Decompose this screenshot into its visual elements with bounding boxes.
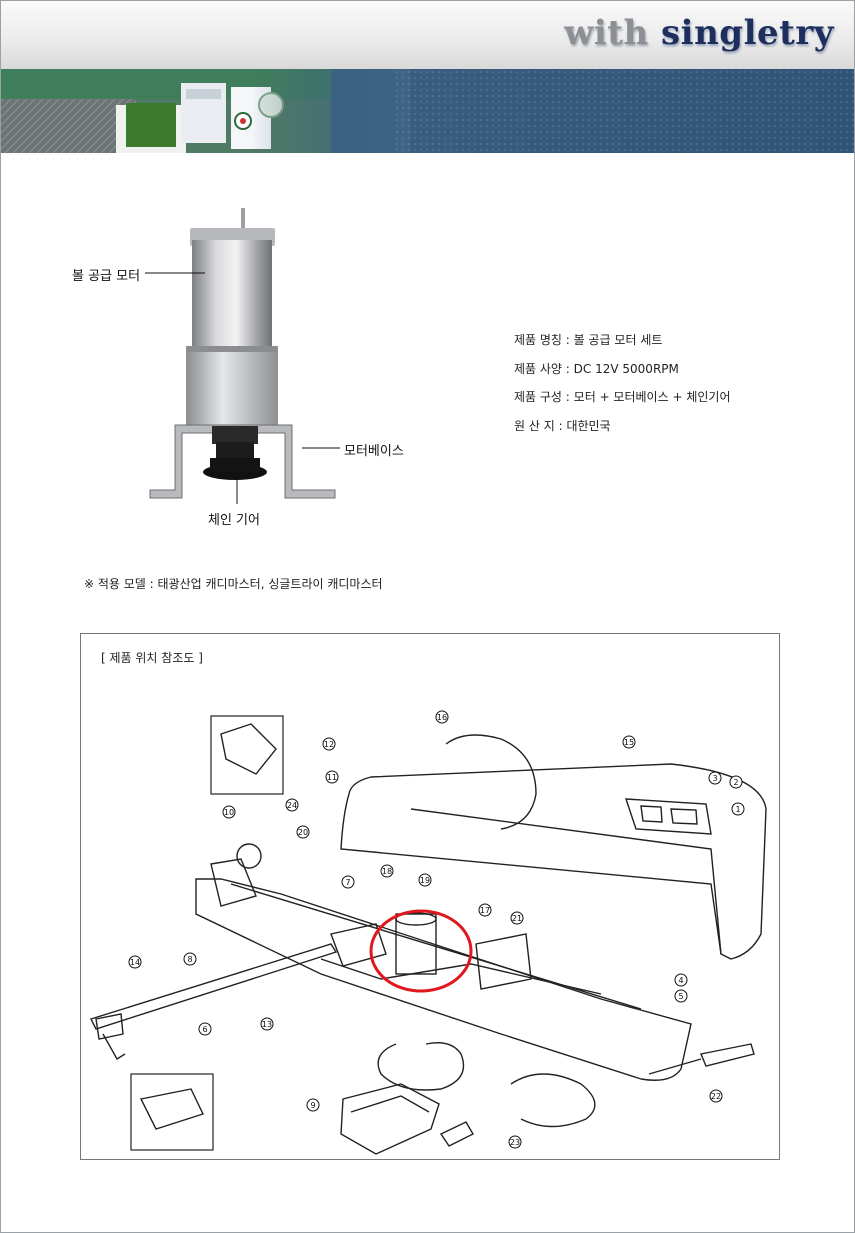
part-number-label: 17 xyxy=(480,906,490,915)
header-banner xyxy=(1,69,854,153)
part-number-label: 9 xyxy=(310,1101,315,1110)
part-number-label: 21 xyxy=(512,914,522,923)
part-number-label: 20 xyxy=(298,828,308,837)
callout-motor-base-text: 모터베이스 xyxy=(344,444,404,459)
spec-row-composition: 제품 구성 : 모터 + 모터베이스 + 체인기어 xyxy=(514,383,730,412)
part-number-label: 19 xyxy=(420,876,430,885)
part-number-label: 14 xyxy=(130,958,140,967)
part-number-label: 12 xyxy=(324,740,334,749)
spec-label: 제품 명칭 : xyxy=(514,333,570,347)
part-number-label: 16 xyxy=(437,713,447,722)
part-number-label: 1 xyxy=(735,805,740,814)
callout-ball-supply-motor: 볼 공급 모터 xyxy=(72,265,140,284)
part-number-label: 6 xyxy=(202,1025,207,1034)
part-number-label: 3 xyxy=(712,774,717,783)
part-number-callouts: 1 2 3 4 5 6 7 8 9 10 11 12 13 14 15 16 1… xyxy=(128,710,745,1149)
part-number-label: 23 xyxy=(510,1138,520,1147)
brand-prefix: with xyxy=(564,13,649,53)
spec-value: 볼 공급 모터 세트 xyxy=(573,333,663,347)
spec-row-name: 제품 명칭 : 볼 공급 모터 세트 xyxy=(514,326,730,355)
part-number-label: 18 xyxy=(382,867,392,876)
applicable-models-note: ※ 적용 모델 : 태광산업 캐디마스터, 싱글트라이 캐디마스터 xyxy=(84,577,383,591)
part-number-label: 4 xyxy=(678,976,683,985)
part-number-label: 10 xyxy=(224,808,234,817)
header-band: with singletry xyxy=(1,1,854,69)
spec-value: DC 12V 5000RPM xyxy=(573,361,679,376)
exploded-view-drawing: 1 2 3 4 5 6 7 8 9 10 11 12 13 14 15 16 1… xyxy=(90,710,767,1155)
brand-logo: with singletry xyxy=(564,13,834,53)
spec-value: 모터 + 모터베이스 + 체인기어 xyxy=(573,390,731,404)
part-number-label: 7 xyxy=(345,878,350,887)
spec-label: 제품 구성 : xyxy=(514,390,570,404)
spec-row-spec: 제품 사양 : DC 12V 5000RPM xyxy=(514,355,730,384)
banner-photo xyxy=(1,69,331,153)
part-number-label: 11 xyxy=(327,773,337,782)
part-number-label: 24 xyxy=(287,801,297,810)
callout-motor-base: 모터베이스 xyxy=(344,440,404,459)
callout-chain-gear-text: 체인 기어 xyxy=(208,513,260,528)
spec-value: 대한민국 xyxy=(566,418,611,433)
callout-chain-gear: 체인 기어 xyxy=(208,509,260,528)
motor-product-photo xyxy=(149,208,336,499)
highlight-circle xyxy=(369,909,473,993)
diagram-caption: [ 제품 위치 참조도 ] xyxy=(101,651,203,665)
part-number-label: 5 xyxy=(678,992,683,1001)
banner-fade xyxy=(251,69,411,153)
banner-texture xyxy=(394,69,854,153)
part-number-label: 13 xyxy=(262,1020,272,1029)
part-number-label: 8 xyxy=(187,955,192,964)
callout-ball-supply-motor-text: 볼 공급 모터 xyxy=(72,269,141,284)
spec-list: 제품 명칭 : 볼 공급 모터 세트 제품 사양 : DC 12V 5000RP… xyxy=(514,326,730,440)
spec-label: 제품 사양 : xyxy=(514,361,570,376)
spec-label: 원 산 지 : xyxy=(514,418,563,433)
part-number-label: 15 xyxy=(624,738,634,747)
position-reference-diagram: 1 2 3 4 5 6 7 8 9 10 11 12 13 14 15 16 1… xyxy=(80,633,780,1160)
spec-row-origin: 원 산 지 : 대한민국 xyxy=(514,412,730,441)
part-number-label: 22 xyxy=(711,1092,721,1101)
brand-name: singletry xyxy=(661,13,834,53)
part-number-label: 2 xyxy=(733,778,738,787)
